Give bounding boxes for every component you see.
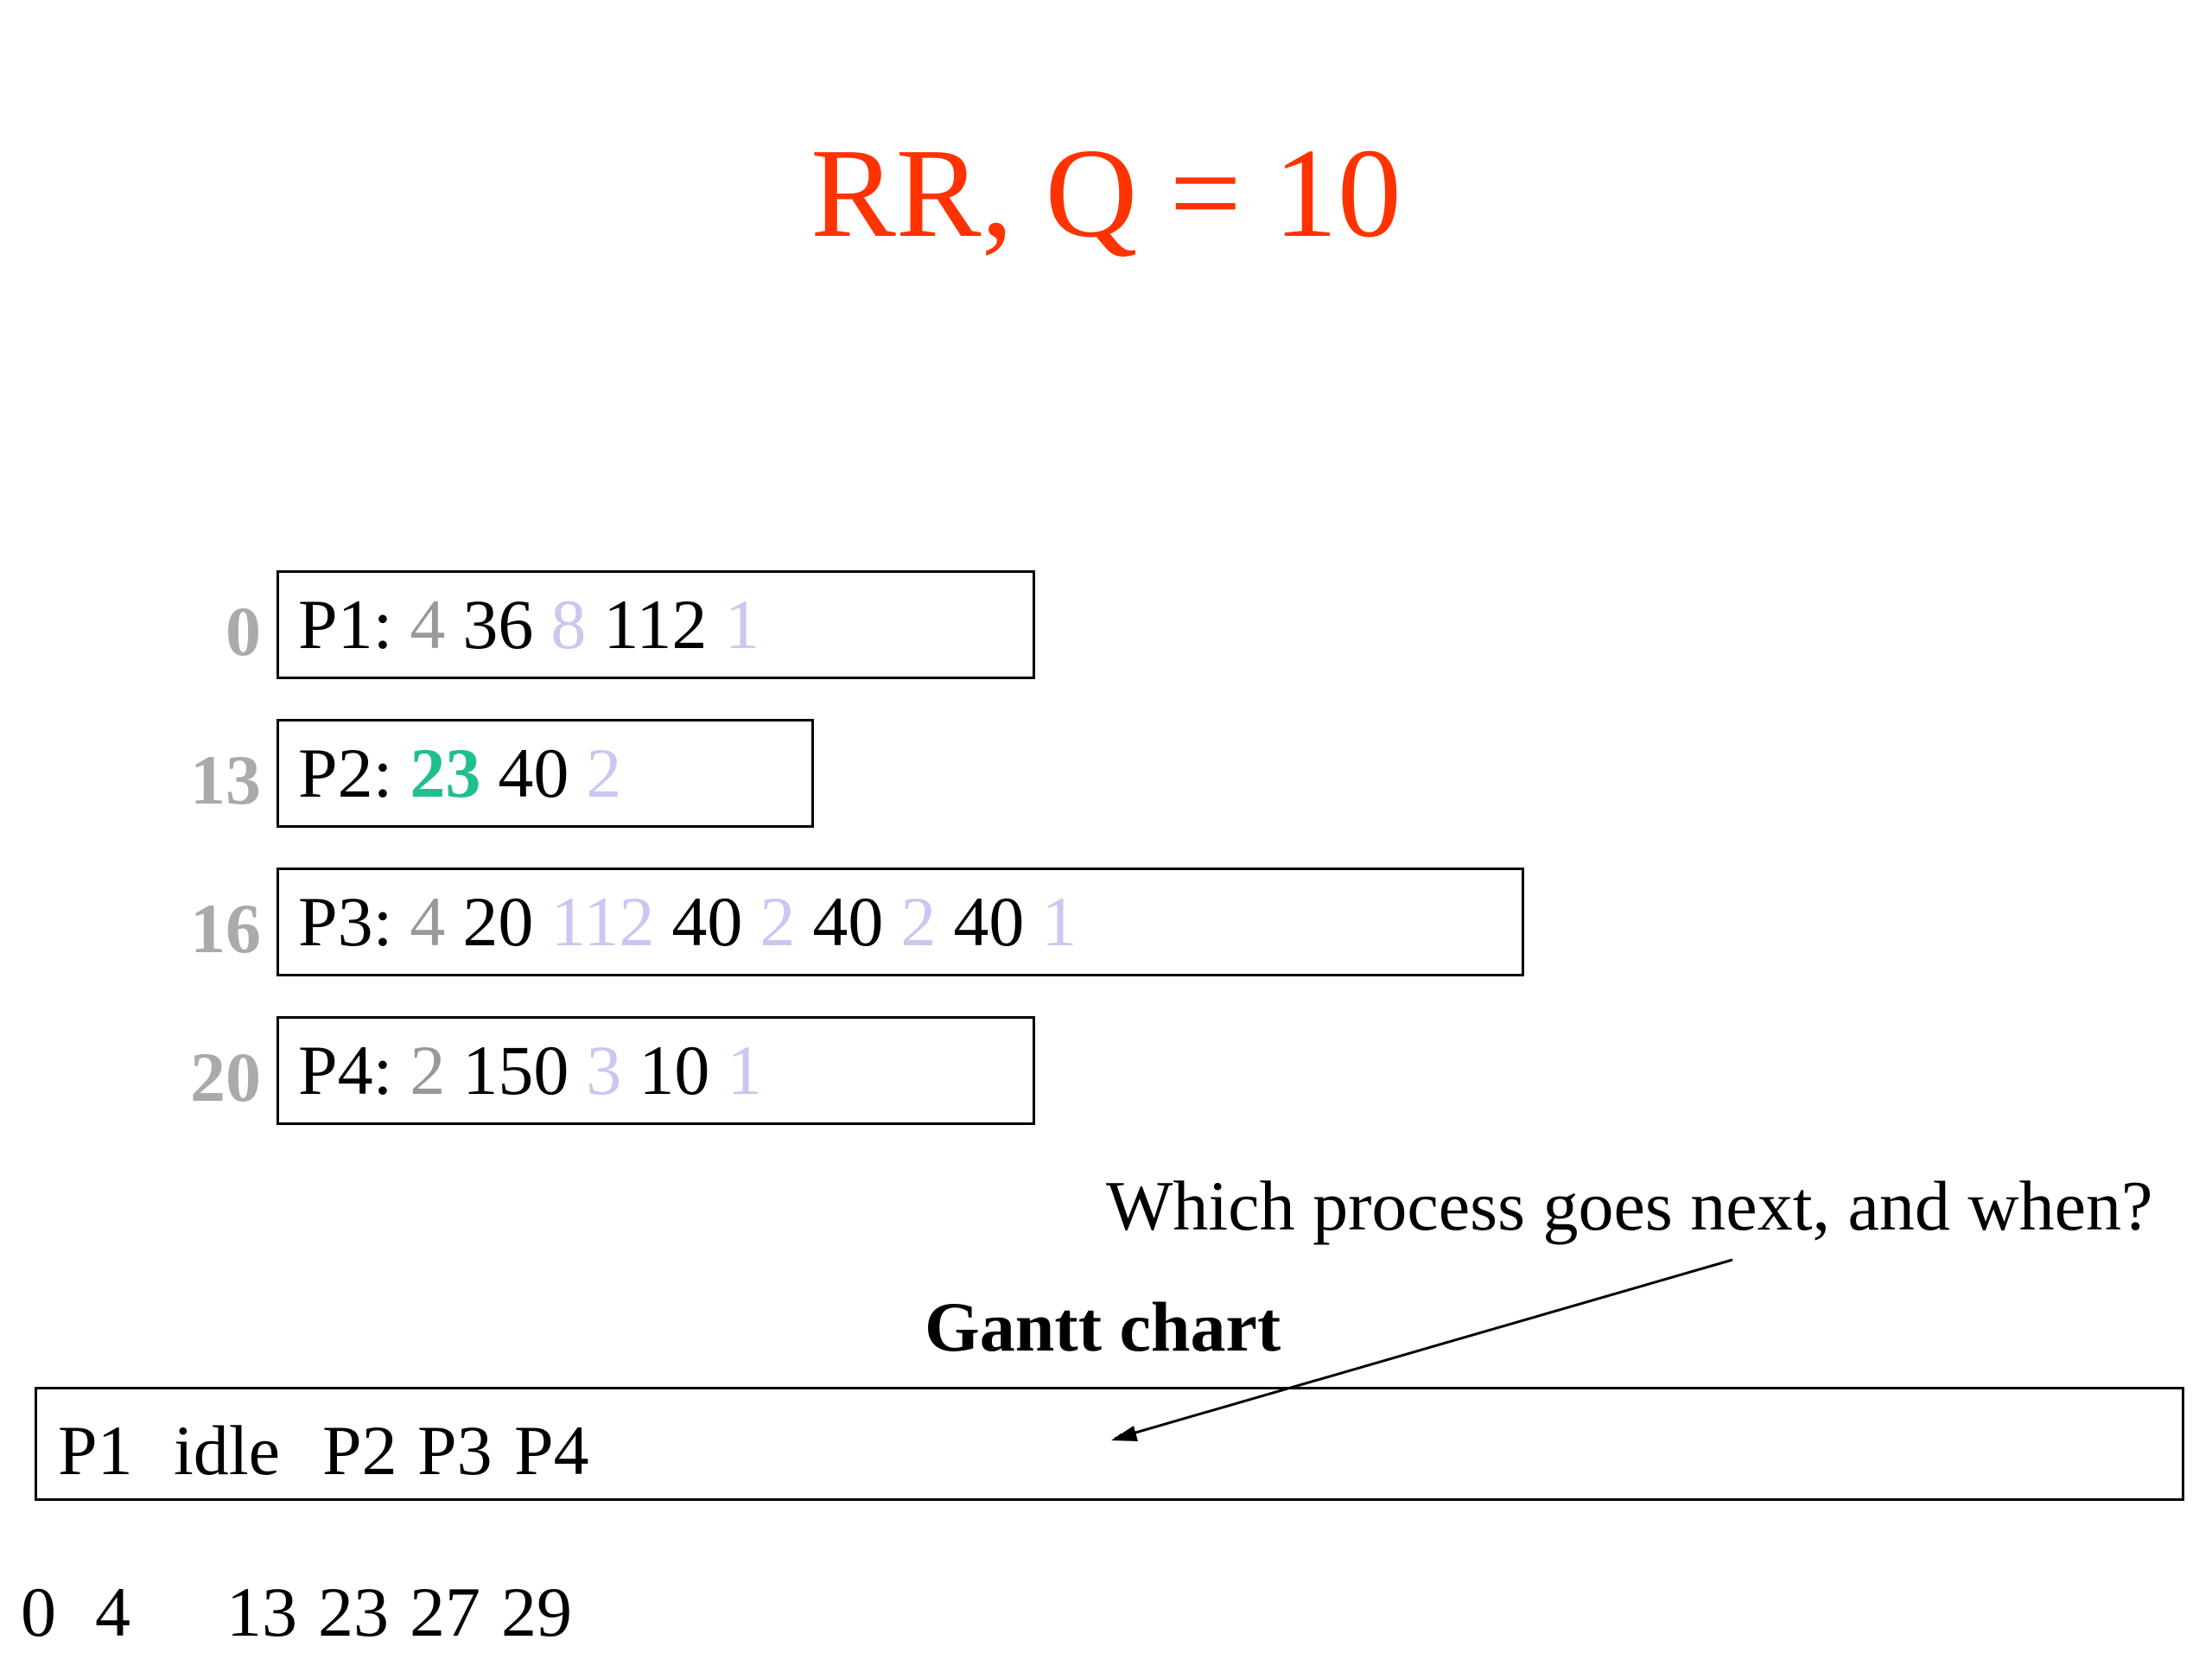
gantt-tick: 0 — [21, 1573, 56, 1651]
question-annotation: Which process goes next, and when? — [1106, 1166, 2153, 1245]
burst: 8 — [550, 585, 587, 664]
process-box-p1: P1: 4 36 8 112 1 — [276, 570, 1035, 679]
gantt-segment-p1: P1 — [58, 1411, 133, 1490]
gantt-tick: 29 — [501, 1573, 572, 1651]
gantt-tick: 27 — [410, 1573, 480, 1651]
gantt-chart-box: P1 idle P2 P3 P4 — [35, 1387, 2184, 1501]
process-label: P2: — [298, 734, 393, 812]
burst: 112 — [603, 585, 708, 664]
burst: 112 — [550, 882, 655, 961]
process-label: P1: — [298, 585, 393, 664]
burst: 4 — [410, 585, 446, 664]
process-box-p4: P4: 2 150 3 10 1 — [276, 1016, 1035, 1125]
gantt-segment-p3: P3 — [417, 1411, 493, 1490]
burst: 3 — [586, 1031, 622, 1109]
gantt-segment-idle: idle — [174, 1411, 280, 1490]
burst: 20 — [462, 882, 534, 961]
gantt-tick: 13 — [226, 1573, 297, 1651]
burst: 10 — [639, 1031, 710, 1109]
gantt-segment-p4: P4 — [514, 1411, 589, 1490]
burst: 1 — [1041, 882, 1077, 961]
arrival-time-p3: 16 — [190, 889, 261, 968]
burst: 1 — [727, 1031, 763, 1109]
arrival-time-p2: 13 — [190, 741, 261, 819]
process-box-p2: P2: 23 40 2 — [276, 719, 814, 828]
burst: 2 — [760, 882, 796, 961]
process-label: P4: — [298, 1031, 393, 1109]
gantt-chart-label: Gantt chart — [925, 1287, 1281, 1366]
gantt-segment-p2: P2 — [322, 1411, 397, 1490]
burst: 1 — [724, 585, 760, 664]
burst: 4 — [410, 882, 446, 961]
burst: 2 — [410, 1031, 446, 1109]
burst: 40 — [953, 882, 1025, 961]
process-box-p3: P3: 4 20 112 40 2 40 2 40 1 — [276, 868, 1524, 976]
gantt-tick: 4 — [95, 1573, 130, 1651]
burst: 40 — [671, 882, 743, 961]
arrival-time-p1: 0 — [226, 592, 261, 671]
burst-highlighted: 23 — [410, 734, 481, 812]
process-label: P3: — [298, 882, 393, 961]
burst: 150 — [462, 1031, 569, 1109]
burst: 40 — [812, 882, 884, 961]
burst: 40 — [498, 734, 569, 812]
gantt-tick: 23 — [318, 1573, 389, 1651]
burst: 2 — [586, 734, 622, 812]
burst: 36 — [462, 585, 534, 664]
arrival-time-p4: 20 — [190, 1038, 261, 1116]
slide-title: RR, Q = 10 — [810, 123, 1402, 264]
burst: 2 — [900, 882, 937, 961]
